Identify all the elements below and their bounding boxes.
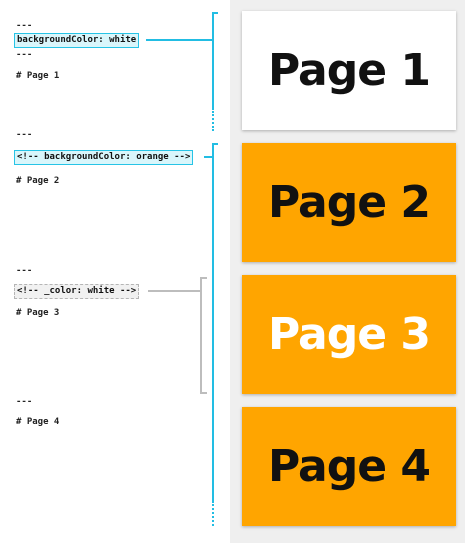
slide-title: Page 2 xyxy=(267,177,431,228)
bracket-line-1 xyxy=(212,12,214,110)
slide-separator-3: --- xyxy=(16,266,33,276)
directive-background-orange: <!-- backgroundColor: orange --> xyxy=(14,150,194,165)
slide-page-2: Page 2 xyxy=(242,143,456,262)
connector-line-2 xyxy=(204,156,214,158)
bracket-bottom-3 xyxy=(200,392,207,394)
slide-title: Page 4 xyxy=(267,441,431,492)
scoped-directive-color-white: <!-- _color: white --> xyxy=(14,284,140,299)
bracket-line-2 xyxy=(212,143,214,503)
slide-page-4: Page 4 xyxy=(242,407,456,526)
connector-line-3 xyxy=(148,290,200,292)
slide-title: Page 3 xyxy=(267,309,431,360)
heading-page-1: # Page 1 xyxy=(16,71,60,81)
heading-page-3: # Page 3 xyxy=(16,308,60,318)
slide-separator-2: --- xyxy=(16,130,33,140)
bracket-continue-2 xyxy=(212,504,214,526)
bracket-tick-2 xyxy=(212,143,218,145)
front-matter-end: --- xyxy=(16,50,33,60)
bracket-continue-1 xyxy=(212,111,214,131)
slide-page-3: Page 3 xyxy=(242,275,456,394)
heading-page-2: # Page 2 xyxy=(16,176,60,186)
global-directive-background-white: backgroundColor: white xyxy=(14,33,140,48)
front-matter-start: --- xyxy=(16,21,33,31)
slide-title: Page 1 xyxy=(267,45,431,96)
connector-line-1 xyxy=(146,39,214,41)
slide-page-1: Page 1 xyxy=(242,11,456,130)
bracket-top-3 xyxy=(200,277,207,279)
bracket-line-3 xyxy=(200,277,202,394)
heading-page-4: # Page 4 xyxy=(16,417,60,427)
bracket-tick-1 xyxy=(212,12,218,14)
slide-separator-4: --- xyxy=(16,397,33,407)
